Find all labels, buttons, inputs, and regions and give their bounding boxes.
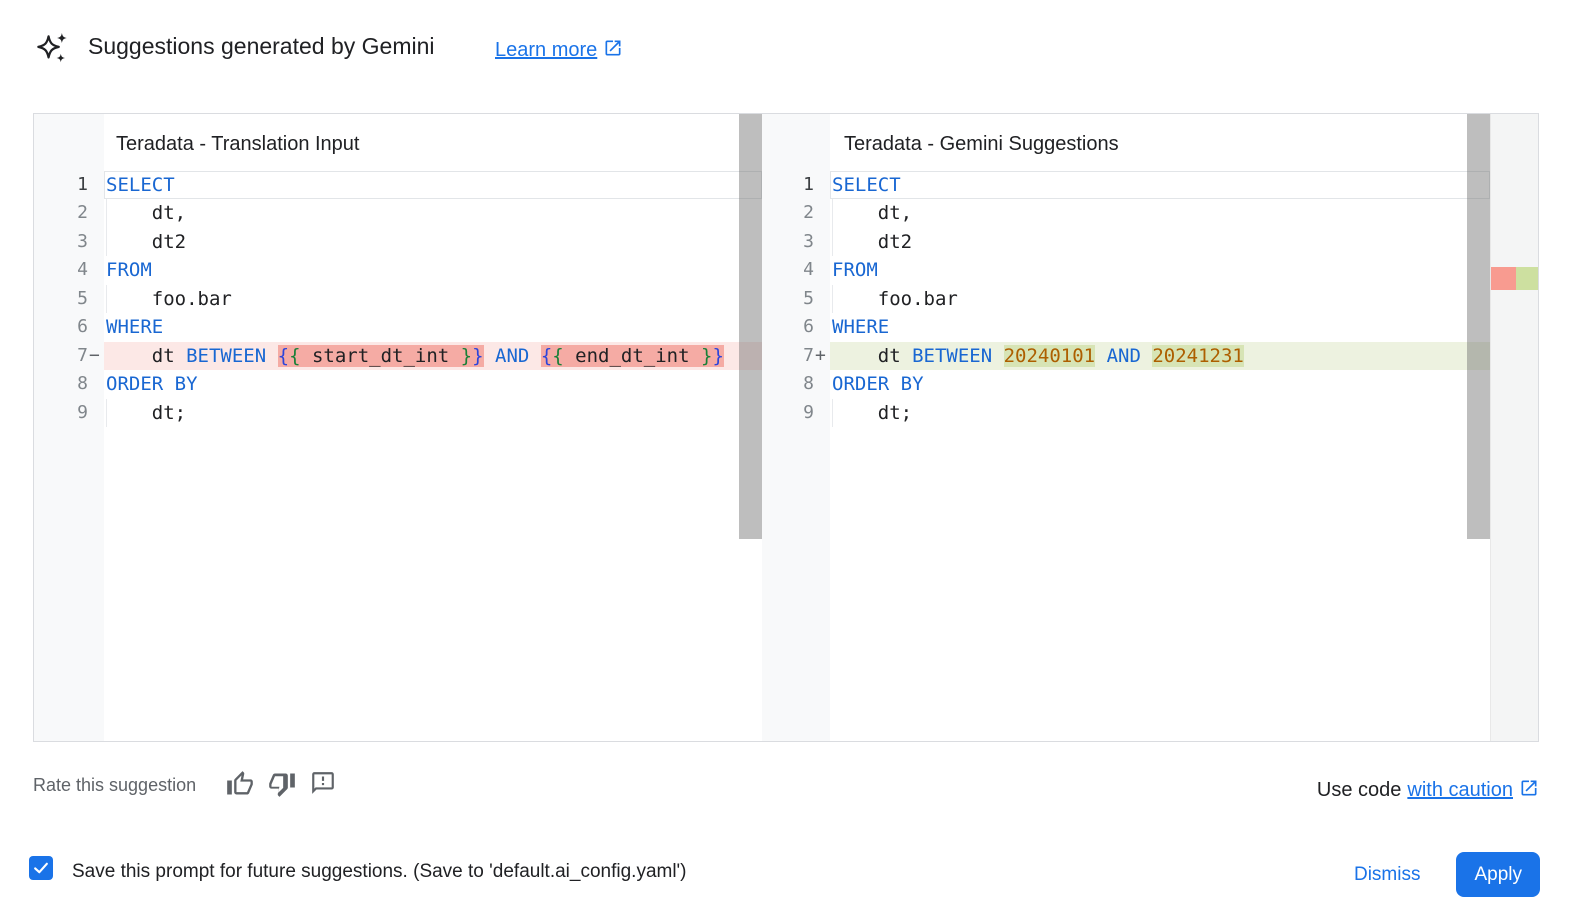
line-number-gutter [762,114,830,741]
line-number: 2 [77,202,88,224]
code-line: FROM [832,259,878,282]
gemini-suggestions-editor: Teradata - Gemini Suggestions 1 2 3 4 5 6 7+ 8 9… [762,114,1538,741]
line-number: 3 [77,230,88,252]
code-line: SELECT [830,171,1490,200]
apply-button[interactable]: Apply [1456,852,1540,897]
panel-title-input: Teradata - Translation Input [116,133,360,155]
code-line: ORDER BY [832,373,924,396]
panel-title-suggestions: Teradata - Gemini Suggestions [844,133,1119,155]
with-caution-link[interactable]: with caution [1407,778,1513,801]
gemini-sparkle-icon [33,28,73,68]
code-line: WHERE [832,316,890,339]
rate-suggestion-label: Rate this suggestion [33,775,197,795]
diff-overview-ruler[interactable] [1490,114,1538,741]
line-number: 2 [803,202,814,224]
code-line: dt, [830,199,1490,228]
use-code-label: Use code [1316,778,1402,801]
ruler-deleted-marker [1491,267,1516,290]
feedback-icon[interactable] [310,770,338,798]
vertical-scrollbar-thumb[interactable] [739,114,762,539]
line-number: 9 [77,401,88,423]
code-line: dt2 [104,227,762,257]
vertical-scrollbar-thumb[interactable] [1467,114,1490,539]
save-prompt-label: Save this prompt for future suggestions.… [72,861,687,882]
line-number: 5 [803,287,814,309]
code-line: foo.bar [830,284,1490,314]
line-number: 6 [803,316,814,338]
code-line: dt BETWEEN 20240101 AND 20241231 [830,341,1490,371]
code-line: ORDER BY [106,373,198,396]
line-number: 6 [77,316,88,338]
line-number: 7− [77,344,100,366]
line-number: 3 [803,230,814,252]
diff-word-highlight: 20240101 [1003,344,1096,367]
line-number: 8 [803,373,814,395]
external-link-icon [603,36,623,64]
code-line: dt; [830,398,1490,427]
line-number: 4 [803,259,814,281]
thumb-down-icon[interactable] [268,770,296,798]
learn-more-link[interactable]: Learn more [495,36,623,64]
code-line: dt2 [830,227,1490,257]
diff-word-highlight: {{ end_dt_int }} [540,344,724,367]
code-line: WHERE [106,316,164,339]
save-prompt-checkbox[interactable] [29,856,53,880]
code-line: FROM [106,259,152,282]
code-line: dt BETWEEN {{ start_dt_int }} AND {{ end… [104,341,762,371]
code-line: dt, [104,199,762,228]
code-line: SELECT [104,171,762,200]
page-title: Suggestions generated by Gemini [88,33,435,59]
line-number: 1 [803,174,814,195]
diff-word-highlight: {{ start_dt_int }} [277,344,484,367]
diff-word-highlight: 20241231 [1152,344,1244,367]
line-number: 4 [77,259,88,281]
external-link-icon [1519,776,1539,804]
line-number: 1 [77,174,88,195]
ruler-added-marker [1516,267,1538,290]
line-number: 5 [77,287,88,309]
line-number: 9 [803,401,814,423]
thumb-up-icon[interactable] [226,770,254,798]
code-line: dt; [104,398,762,427]
line-number: 8 [77,373,88,395]
dismiss-button[interactable]: Dismiss [1353,863,1421,885]
line-number-gutter [34,114,104,741]
code-line: foo.bar [104,284,762,314]
line-number: 7+ [803,344,826,366]
